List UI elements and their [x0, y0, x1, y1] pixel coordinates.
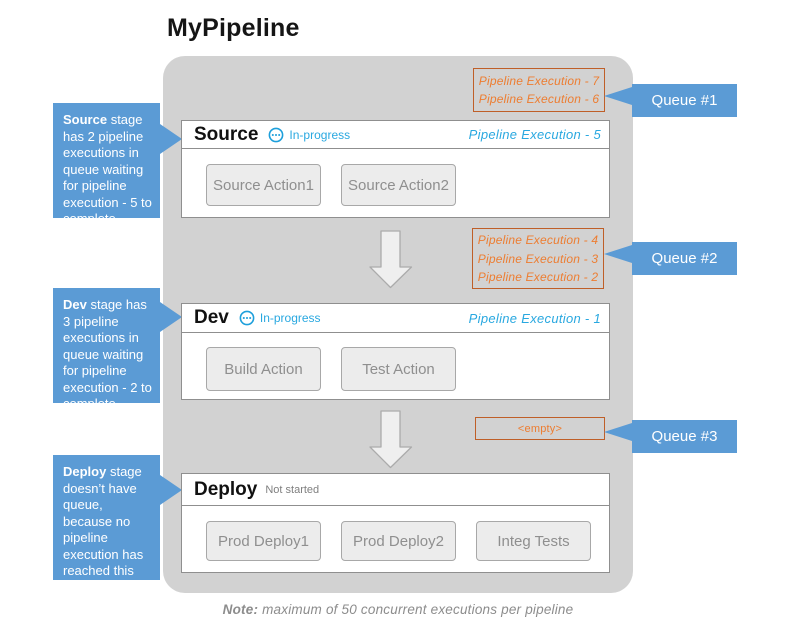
action-box: Prod Deploy2 [341, 521, 456, 561]
stage-actions: Prod Deploy1 Prod Deploy2 Integ Tests [182, 521, 609, 561]
queue-label: Queue #1 [651, 92, 718, 109]
stage-status-label: Not started [265, 483, 320, 496]
callout-text: stage has 3 pipeline executions in queue… [63, 297, 152, 411]
callout-deploy-stage: Deploy stage doesn’t have queue, because… [53, 455, 182, 595]
action-box: Build Action [206, 347, 321, 391]
in-progress-icon [269, 127, 284, 142]
queue1-items-box: Pipeline Execution - 7 Pipeline Executio… [473, 68, 605, 112]
note-lead: Note: [222, 602, 259, 617]
stage-name: Deploy [194, 478, 258, 500]
action-box: Prod Deploy1 [206, 521, 321, 561]
callout-lead: Source [63, 112, 108, 127]
stage-status-label: In-progress [289, 127, 351, 142]
callout-lead: Dev [63, 297, 87, 312]
stage-status: In-progress [268, 127, 350, 143]
action-box: Source Action2 [341, 164, 456, 206]
note-text: maximum of 50 concurrent executions per … [258, 602, 574, 617]
queue-callout-tail-arrow [604, 423, 632, 441]
execution-label: Pipeline Execution - 5 [468, 127, 601, 142]
concurrency-note: Note: maximum of 50 concurrent execution… [163, 602, 633, 617]
queue-callout-tail-arrow [604, 87, 632, 105]
stage-actions: Source Action1 Source Action2 [182, 164, 609, 206]
queue-item: Pipeline Execution - 6 [478, 92, 600, 107]
callout-source-stage: Source stage has 2 pipeline executions i… [53, 103, 182, 226]
stage-status-label: In-progress [259, 311, 321, 325]
callout-text: stage has 2 pipeline executions in queue… [63, 112, 152, 226]
callout-lead: Deploy [63, 464, 107, 479]
action-box: Test Action [341, 347, 456, 391]
stage-source: Source In-progress Pipeline Execution - … [181, 120, 610, 218]
page-title: MyPipeline [167, 14, 300, 42]
stage-header: Source In-progress Pipeline Execution - … [182, 121, 609, 149]
queue-label: Queue #2 [651, 250, 718, 267]
queue2-label-callout: Queue #2 [604, 242, 737, 275]
queue-item: Pipeline Execution - 3 [477, 251, 599, 266]
queue-item: Pipeline Execution - 2 [477, 269, 599, 284]
callout-tail-arrow [160, 475, 182, 505]
queue3-items-box: <empty> [475, 417, 605, 440]
action-box: Source Action1 [206, 164, 321, 206]
stage-actions: Build Action Test Action [182, 347, 609, 391]
stage-deploy: Deploy Not started Prod Deploy1 Prod Dep… [181, 473, 610, 573]
queue-item: Pipeline Execution - 4 [477, 233, 599, 248]
queue2-items-box: Pipeline Execution - 4 Pipeline Executio… [472, 228, 604, 289]
in-progress-icon [239, 310, 255, 326]
callout-tail-arrow [160, 302, 182, 332]
stage-header: Dev In-progress Pipeline Execution - 1 [182, 304, 609, 333]
stage-dev: Dev In-progress Pipeline Execution - 1 B… [181, 303, 610, 400]
stage-header: Deploy Not started [182, 474, 609, 506]
stage-name: Dev [194, 307, 229, 328]
callout-dev-stage: Dev stage has 3 pipeline executions in q… [53, 288, 182, 411]
queue-label: Queue #3 [651, 428, 718, 445]
flow-arrow-down [369, 410, 413, 469]
callout-tail-arrow [160, 124, 182, 154]
stage-name: Source [194, 123, 259, 145]
queue3-label-callout: Queue #3 [604, 420, 737, 453]
stage-status: In-progress [239, 310, 321, 326]
queue-callout-tail-arrow [604, 245, 632, 263]
queue1-label-callout: Queue #1 [604, 84, 737, 117]
action-box: Integ Tests [476, 521, 591, 561]
execution-label: Pipeline Execution - 1 [468, 310, 601, 326]
queue-item-empty: <empty> [517, 422, 563, 435]
callout-text: stage doesn’t have queue, because no pip… [63, 464, 144, 595]
queue-item: Pipeline Execution - 7 [478, 73, 600, 88]
flow-arrow-down [369, 230, 413, 289]
